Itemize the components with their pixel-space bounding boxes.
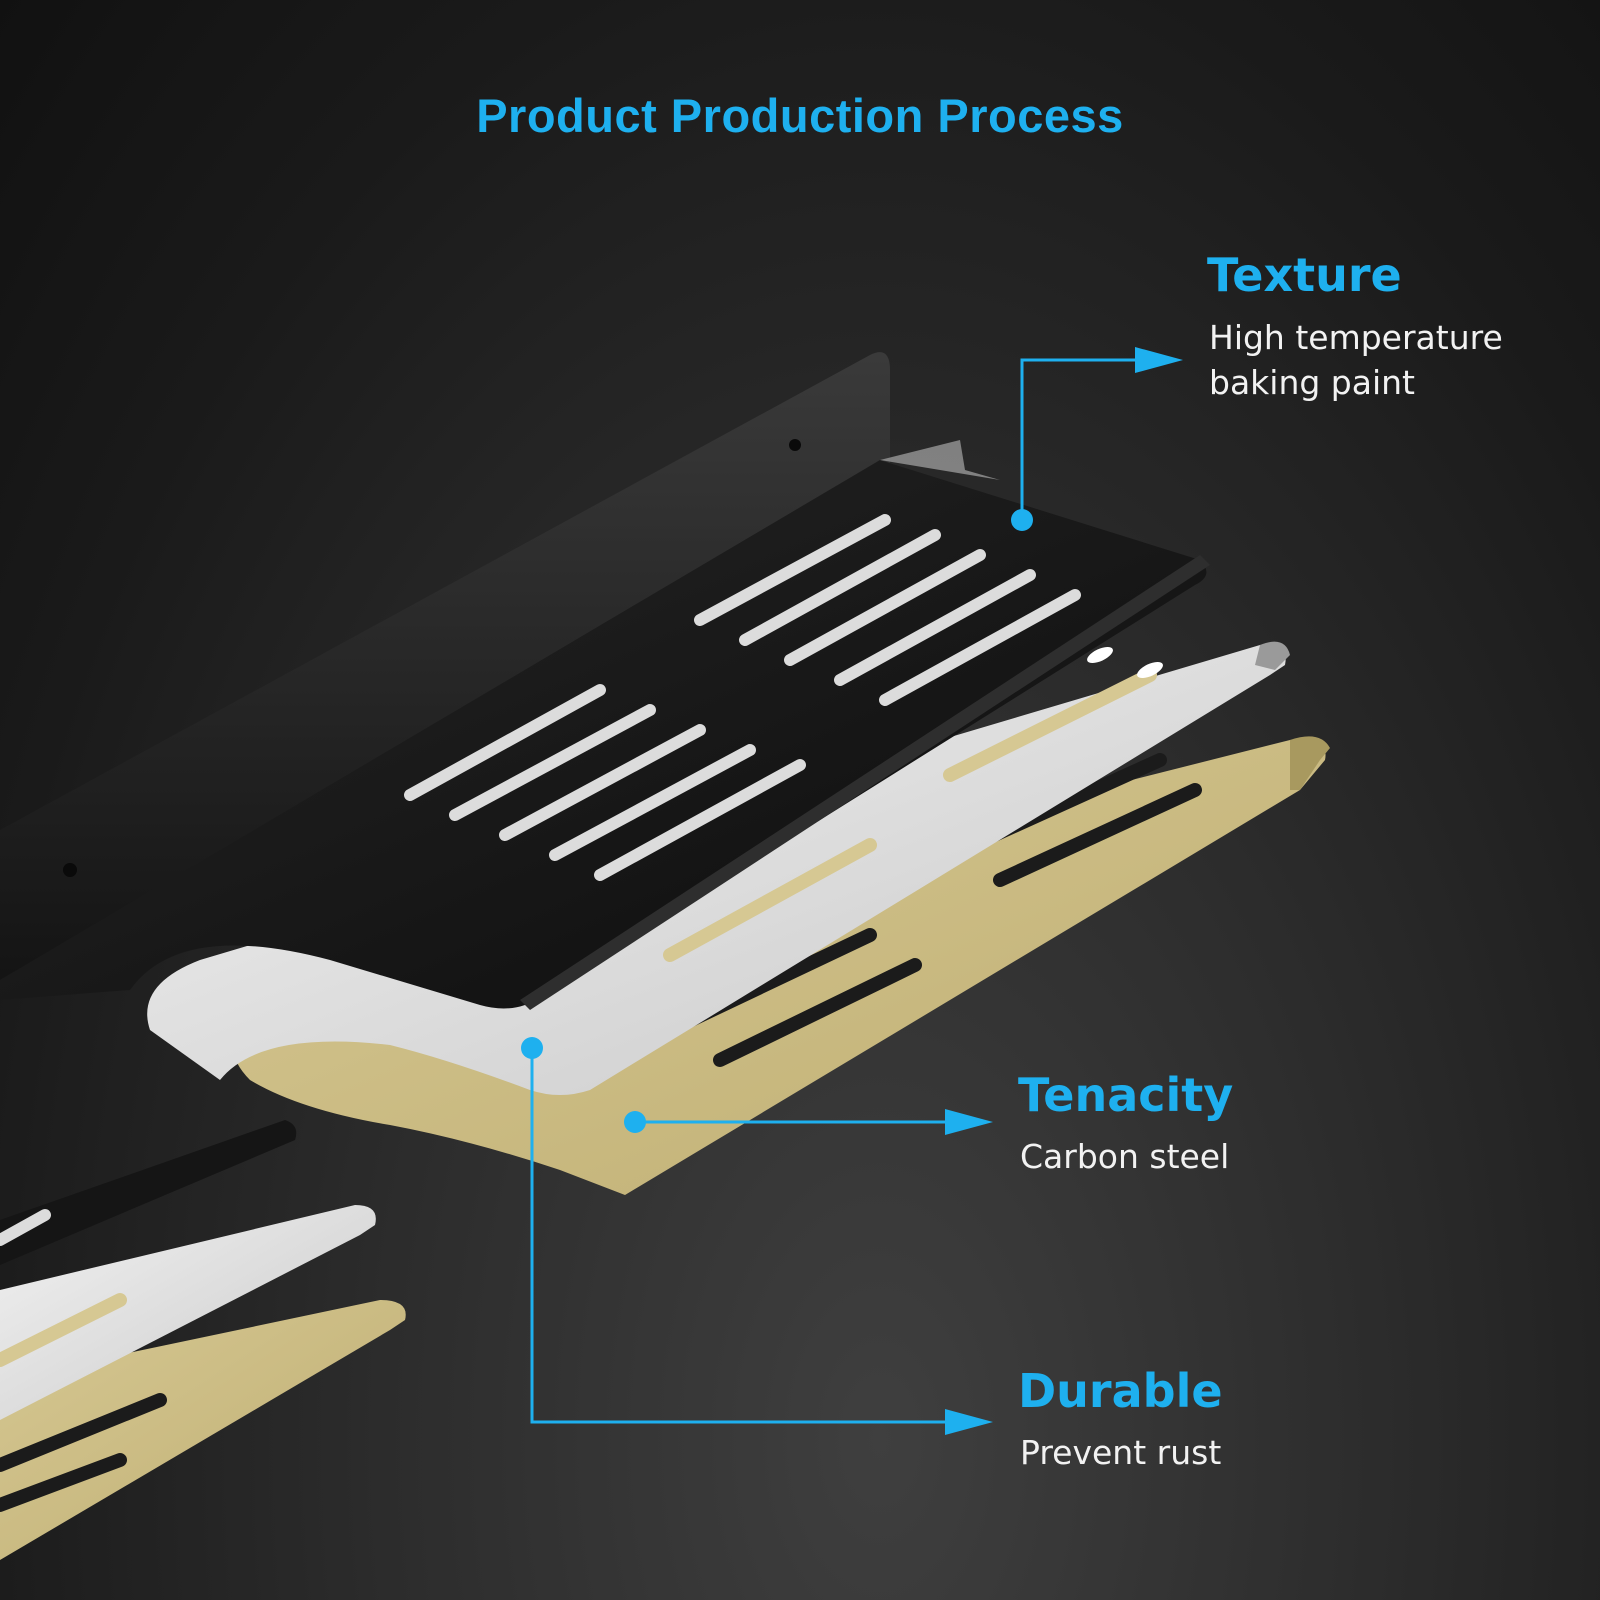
callout-tenacity-line-1: Carbon steel [1020, 1137, 1230, 1176]
texture-connector [1011, 347, 1183, 531]
callout-texture-heading: Texture [1207, 248, 1402, 302]
callout-connectors [521, 347, 1183, 1435]
callout-durable-line-1: Prevent rust [1020, 1433, 1222, 1472]
durable-connector [521, 1037, 993, 1435]
tenacity-connector [624, 1109, 993, 1135]
black-layer [0, 352, 1210, 1265]
page-title: Product Production Process [476, 89, 1124, 142]
callout-durable-heading: Durable [1018, 1364, 1223, 1418]
callout-tenacity-heading: Tenacity [1018, 1068, 1234, 1122]
callout-texture-line-1: High temperature [1209, 318, 1503, 357]
callout-texture-line-2: baking paint [1209, 363, 1415, 402]
